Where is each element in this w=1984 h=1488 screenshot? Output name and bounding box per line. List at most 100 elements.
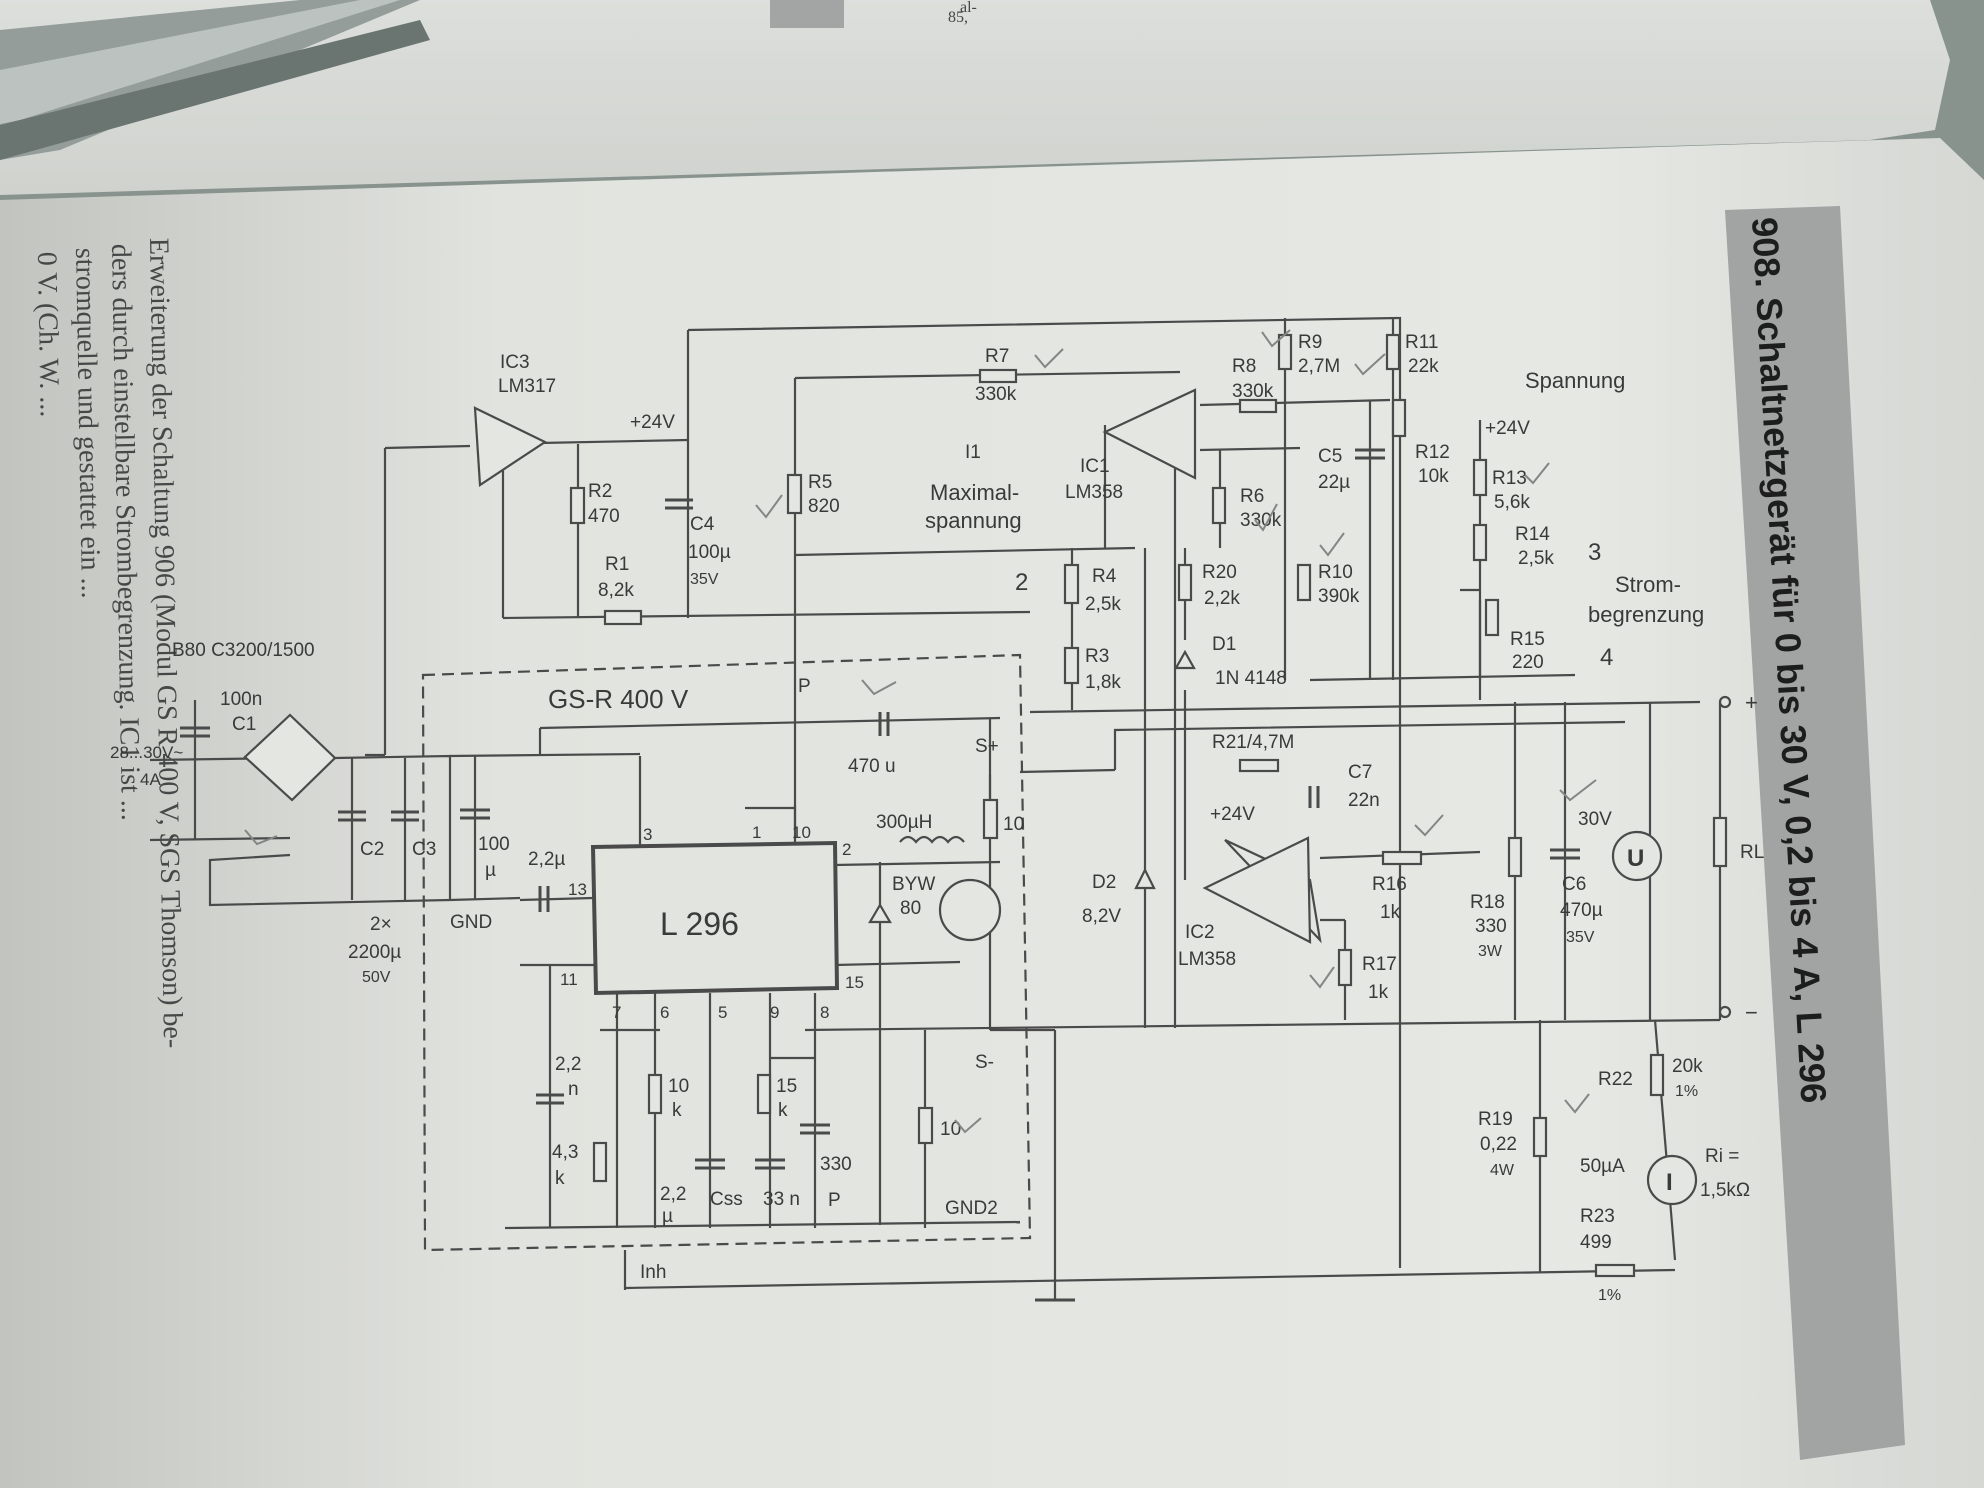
strom-label-1: Strom-: [1615, 572, 1681, 597]
ammeter-ri: Ri =: [1705, 1146, 1739, 1167]
r18-label: R18: [1470, 892, 1505, 913]
wire-r21-loop: [1113, 720, 1626, 770]
input-current: 4A: [140, 770, 161, 789]
strom-label-2: begrenzung: [1588, 602, 1704, 627]
pin-2: 2: [842, 840, 851, 859]
r12-value: 10k: [1418, 466, 1449, 487]
wire-mod-plus: [449, 752, 641, 758]
r18-value: 330: [1475, 916, 1507, 937]
out-plus: +: [1745, 690, 1758, 715]
pin-10: 10: [792, 823, 811, 842]
pin-3: 3: [643, 825, 652, 844]
wire-i1: [794, 546, 1136, 557]
c2c3-value: 2200µ: [348, 942, 401, 963]
wire-470u: [539, 716, 1001, 730]
r7-label: R7: [985, 346, 1009, 367]
wire-bottom-rail: [624, 1268, 1676, 1290]
check-12: [244, 829, 278, 846]
r8-value: 330k: [1232, 381, 1274, 402]
d1-symbol: [1174, 649, 1196, 670]
check-4: [755, 494, 783, 519]
bridge-rectifier: [243, 713, 337, 802]
c6-value: 470µ: [1560, 900, 1603, 921]
r10k-symbol: [647, 1073, 663, 1115]
r14-label: R14: [1515, 524, 1550, 545]
voltmeter-u: U: [1627, 845, 1644, 872]
r23-symbol: [1594, 1263, 1636, 1278]
d2-value: 8,2V: [1082, 906, 1121, 927]
wire-gnd: [449, 896, 521, 902]
r10k-label-2: k: [672, 1100, 682, 1121]
ic2-body: [1202, 836, 1312, 944]
r12-symbol: [1391, 398, 1407, 438]
wire-ac-bottom: [149, 836, 291, 842]
r8-label: R8: [1232, 356, 1256, 377]
r10-label: R10: [1318, 562, 1353, 583]
r7-value: 330k: [975, 384, 1017, 405]
wire-rect-minus: [208, 853, 451, 907]
r10low-label: 10: [940, 1119, 961, 1140]
upper-page-grey-tab: [770, 0, 844, 28]
c6-label: C6: [1562, 874, 1586, 895]
spannung-label: Spannung: [1525, 368, 1625, 393]
r10-symbol: [1296, 563, 1312, 602]
r23-label: R23: [1580, 1206, 1615, 1227]
r10out-symbol: [982, 798, 999, 840]
css-plates: [695, 1158, 725, 1170]
check-1: [1034, 348, 1064, 369]
r6-symbol: [1211, 486, 1227, 525]
r11-symbol: [1385, 333, 1401, 371]
wire-r10-bottom: [1309, 673, 1576, 682]
i1-label: I1: [965, 442, 981, 463]
d2-label: D2: [1092, 872, 1116, 893]
r8-symbol: [1238, 398, 1278, 414]
c22n-label-2: n: [568, 1079, 579, 1100]
c3-label: C3: [412, 839, 436, 860]
pencil-number-2: 2: [1015, 569, 1028, 596]
side-text-line-4: 0 V. (Ch. W. ...: [31, 252, 65, 418]
input-voltage: 28...30V~: [110, 743, 183, 762]
rl-symbol: [1712, 816, 1728, 868]
wire-ic3-left: [384, 444, 471, 450]
ic3-symbol: [473, 406, 548, 487]
r16-value: 1k: [1380, 902, 1401, 923]
pencil-checkmarks: [244, 329, 1597, 1134]
r1-symbol: [603, 609, 643, 626]
c5-plates: [1355, 448, 1385, 460]
r14-symbol: [1472, 523, 1488, 562]
r43k-symbol: [592, 1141, 608, 1183]
l296-label: L 296: [660, 906, 739, 942]
r23-value: 499: [1580, 1232, 1612, 1253]
wire-sense-plus: [1019, 768, 1116, 774]
r16-symbol: [1381, 850, 1423, 866]
ic1-symbol: [1102, 388, 1197, 480]
c22mu-label-2: µ: [662, 1206, 673, 1227]
r17-symbol: [1337, 948, 1353, 987]
r3-symbol: [1063, 646, 1080, 685]
pencil-number-4: 4: [1600, 644, 1613, 671]
r2-value: 470: [588, 506, 620, 527]
check-9: [1559, 779, 1597, 802]
gnd-label: GND: [450, 912, 492, 933]
c4-value: 100µ: [688, 542, 731, 563]
r15k-label-1: 15: [776, 1076, 797, 1097]
wire-neg-rail: [804, 1018, 1721, 1032]
wire-r1-bottom: [502, 610, 1031, 620]
module-label: GS-R 400 V: [548, 684, 689, 714]
r11-value: 22k: [1408, 356, 1439, 377]
r19-value: 0,22: [1480, 1134, 1517, 1155]
rectifier-label: B80 C3200/1500: [172, 640, 315, 661]
upper-page: [0, 0, 1950, 195]
ammeter-symbol: [1646, 1154, 1698, 1206]
c3-plates: [391, 810, 419, 822]
r13-value: 5,6k: [1494, 492, 1530, 513]
wire-plus24: [539, 438, 689, 445]
d2-symbol: [1134, 867, 1156, 890]
capacitors: [180, 448, 1580, 1170]
check-11: [1564, 1093, 1590, 1114]
c1-label: C1: [232, 714, 256, 735]
ammeter-value: 50µA: [1580, 1156, 1625, 1177]
c5-label: C5: [1318, 446, 1342, 467]
